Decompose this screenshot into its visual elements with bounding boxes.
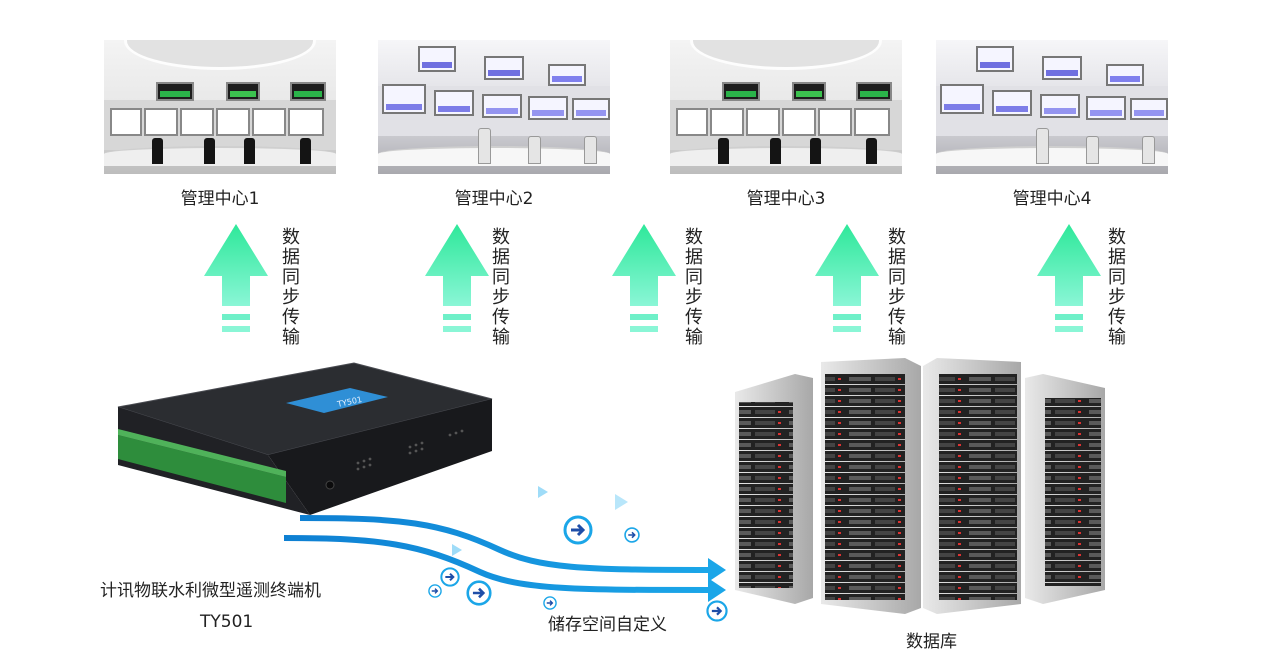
device-model: TY501 [200, 612, 254, 632]
sync-label: 数据同步传输 [1108, 227, 1126, 348]
arrow-circle-icon [543, 596, 557, 610]
center-4: 管理中心4 [936, 40, 1168, 209]
center-label: 管理中心1 [180, 189, 260, 209]
up-arrow-icon [1037, 224, 1101, 332]
up-arrow-icon [815, 224, 879, 332]
center-2: 管理中心2 [378, 40, 610, 209]
data-flow-arrows [283, 486, 726, 602]
up-arrow-icon [425, 224, 489, 332]
database-label: 数据库 [906, 632, 957, 652]
control-room-photo [670, 40, 902, 174]
server-racks-image [735, 358, 1105, 614]
up-arrow-icon [204, 224, 268, 332]
arrow-circle-icon [706, 600, 728, 622]
rtu-device-image: TY501 [117, 362, 493, 515]
control-room-photo [104, 40, 336, 174]
device-name: 计讯物联水利微型遥测终端机 [100, 581, 321, 601]
center-3: 管理中心3 [670, 40, 902, 209]
sync-label: 数据同步传输 [492, 227, 510, 348]
sync-label: 数据同步传输 [282, 227, 300, 348]
center-label: 管理中心2 [454, 189, 534, 209]
control-room-photo [378, 40, 610, 174]
arrow-circle-icon [466, 580, 492, 606]
sync-label: 数据同步传输 [888, 227, 906, 348]
arrow-circle-icon [428, 584, 442, 598]
up-arrow-icon [612, 224, 676, 332]
sync-label: 数据同步传输 [685, 227, 703, 348]
storage-label: 储存空间自定义 [548, 615, 667, 635]
control-room-photo [936, 40, 1168, 174]
arrow-circle-icon [563, 515, 593, 545]
arrow-circle-icon [440, 567, 460, 587]
arrow-circle-icon [624, 527, 640, 543]
center-label: 管理中心3 [746, 189, 826, 209]
center-1: 管理中心1 [104, 40, 336, 209]
center-label: 管理中心4 [1012, 189, 1092, 209]
